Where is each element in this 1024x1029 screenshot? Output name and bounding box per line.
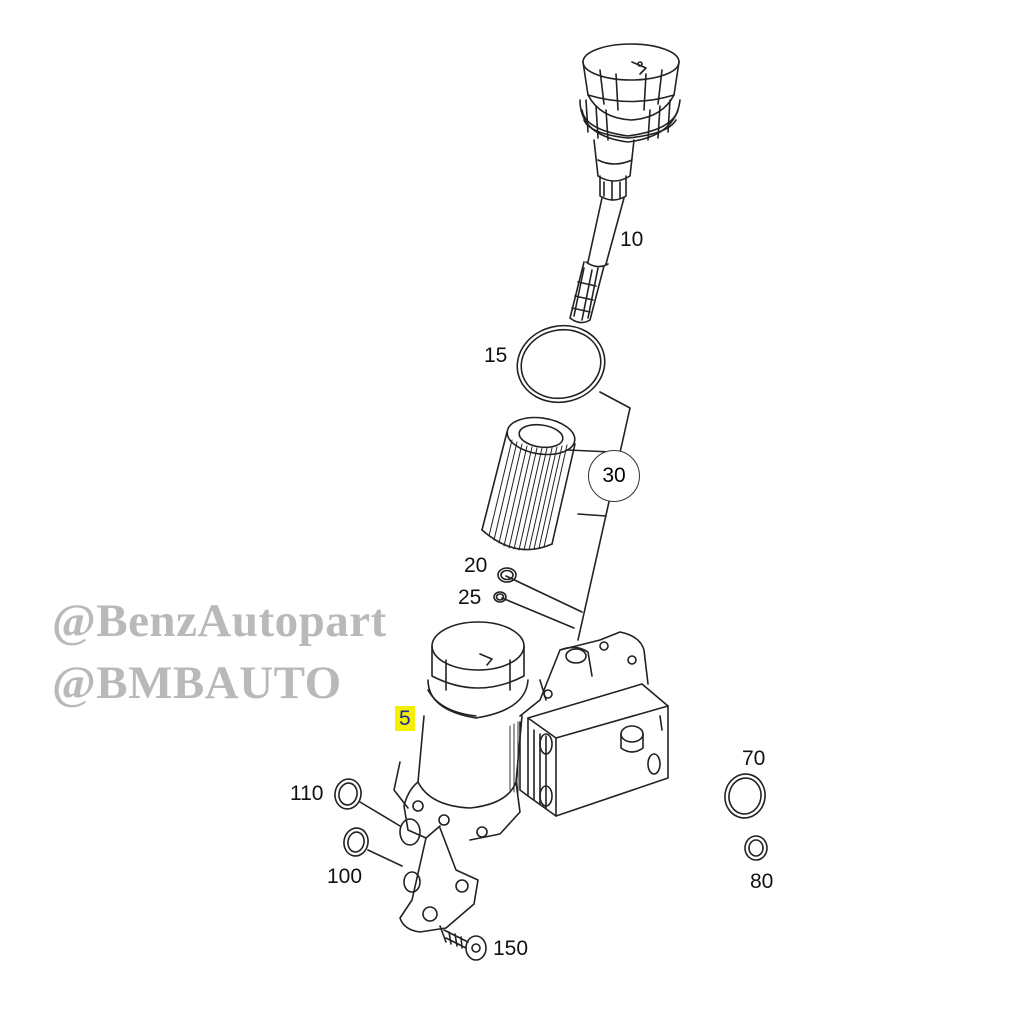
- part-100-o-ring: [343, 827, 369, 857]
- part-5-filter-housing: [393, 621, 649, 933]
- watermark-line-1: @BenzAutopart: [52, 595, 387, 647]
- part-30-filter-element: [481, 416, 576, 551]
- part-110-o-ring: [334, 778, 362, 810]
- callout-100: 100: [327, 865, 363, 888]
- leader-110: [359, 801, 401, 827]
- part-80-o-ring: [744, 835, 768, 861]
- callout-30: 30: [602, 464, 626, 487]
- part-70-o-ring: [724, 773, 766, 819]
- callout-20: 20: [464, 554, 488, 577]
- callout-70: 70: [742, 747, 766, 770]
- kit-30-bracket: [501, 391, 631, 641]
- part-15-o-ring: [516, 324, 606, 404]
- part-150-bolt: [439, 925, 487, 961]
- watermark-line-2: @BMBAUTO: [52, 657, 342, 709]
- part-10-filter-cap: [569, 43, 681, 324]
- callout-5-highlighted: 5: [395, 706, 415, 731]
- callout-30-circle: 30: [588, 450, 640, 502]
- callout-80: 80: [750, 870, 774, 893]
- part-25-o-ring: [493, 591, 507, 603]
- leader-100: [367, 849, 403, 867]
- callout-150: 150: [493, 937, 529, 960]
- callout-25: 25: [458, 586, 482, 609]
- part-5-oil-cooler: [509, 683, 669, 817]
- part-20-o-ring: [497, 567, 517, 583]
- callout-110: 110: [290, 782, 324, 805]
- callout-15: 15: [484, 344, 508, 367]
- callout-10: 10: [620, 228, 644, 251]
